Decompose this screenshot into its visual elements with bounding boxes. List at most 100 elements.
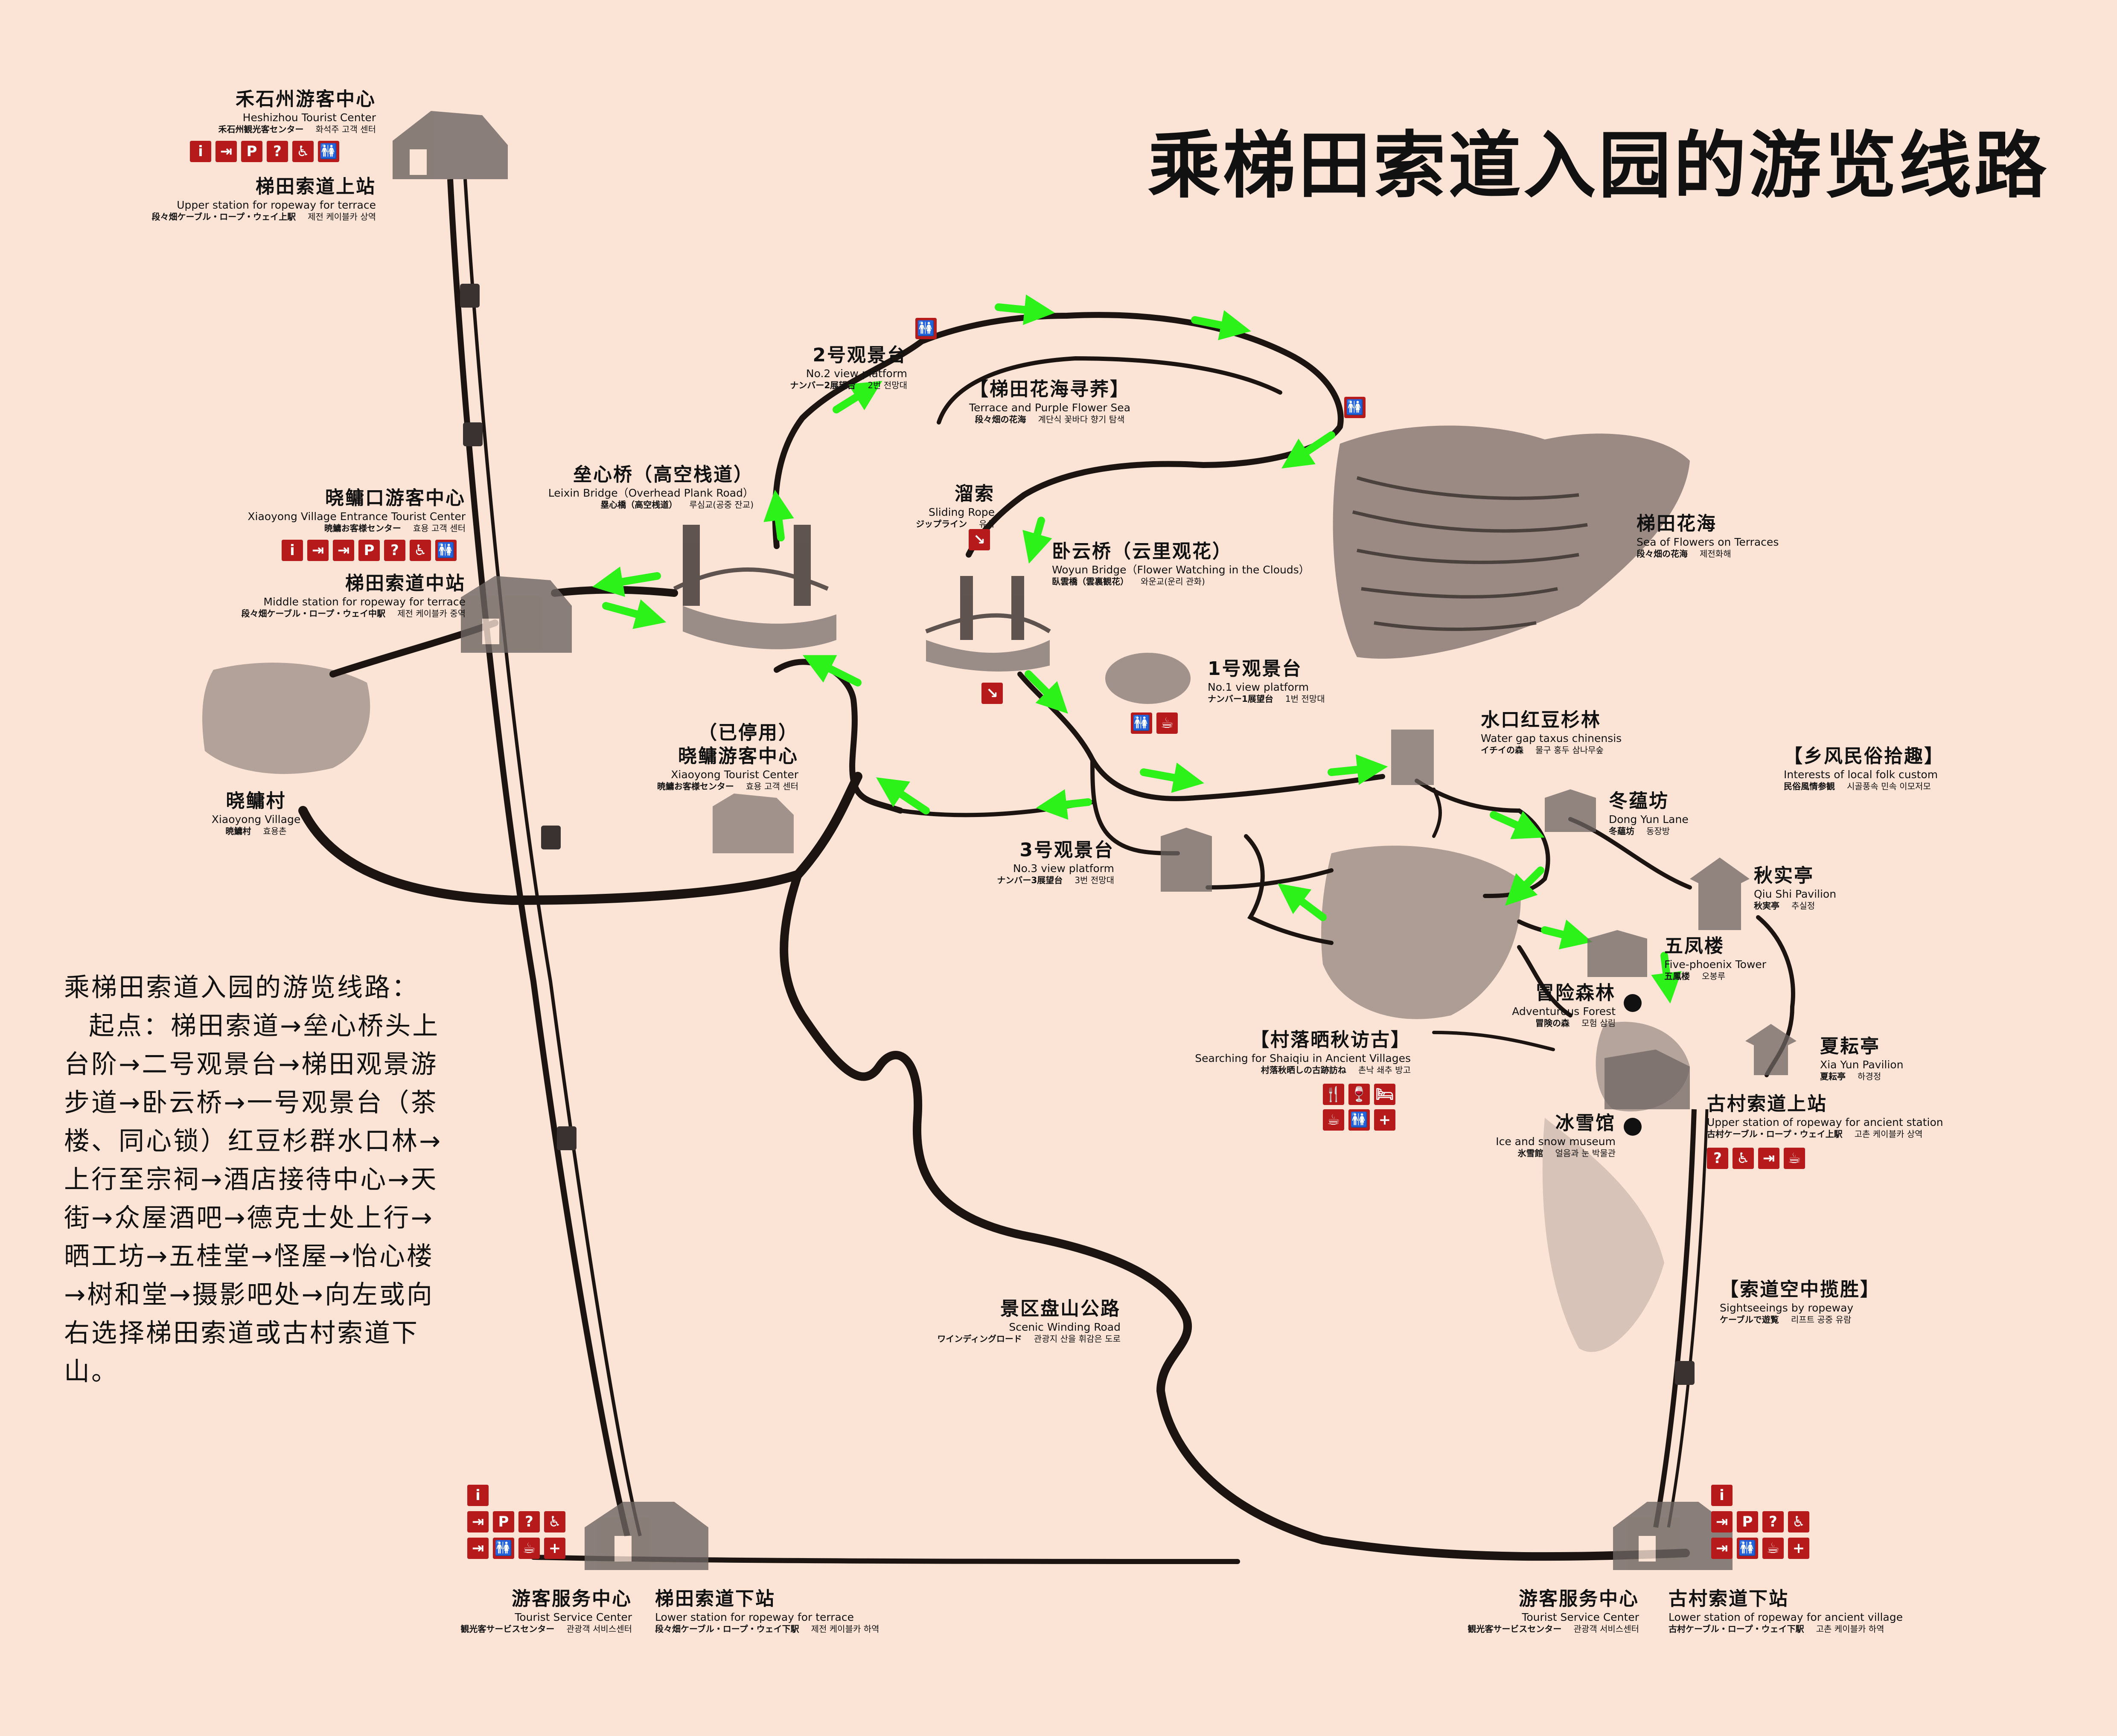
restaurant-icon: 🍴 <box>1323 1084 1344 1105</box>
leixin-bridge-sketch <box>673 525 836 649</box>
label-tourist-service-center-2[interactable]: 游客服务中心 Tourist Service Center 観光客サービスセンタ… <box>1468 1588 1639 1634</box>
label-village-autumn-theme[interactable]: 【村落晒秋访古】 Searching for Shaiqiu in Ancien… <box>1195 1029 1411 1076</box>
parking-icon: P <box>1737 1511 1758 1532</box>
cup-icon: ☕ <box>1156 712 1178 734</box>
help-icon: ? <box>384 540 405 561</box>
info-icon: i <box>282 540 303 561</box>
cup-icon: ☕ <box>1323 1109 1344 1131</box>
help-icon: ? <box>1707 1148 1728 1169</box>
woyun-bridge-sketch <box>925 576 1051 672</box>
arrow <box>1022 517 1052 564</box>
cup-icon: ☕ <box>1784 1148 1805 1169</box>
exit-icon: ⇥ <box>1711 1538 1733 1559</box>
drink-icon: 🍷 <box>1348 1084 1370 1105</box>
label-leixin-bridge[interactable]: 垒心桥（高空栈道） Leixin Bridge（Overhead Plank R… <box>548 464 754 510</box>
label-tourist-service-center-1[interactable]: 游客服务中心 Tourist Service Center 観光客サービスセンタ… <box>460 1588 632 1634</box>
wufeng-tower <box>1587 930 1647 977</box>
arrow <box>1328 754 1388 785</box>
accessible-icon: ♿ <box>1733 1148 1754 1169</box>
cup-icon: ☕ <box>1762 1538 1784 1559</box>
label-middle-terrace-station[interactable]: 梯田索道中站 Middle station for ropeway for te… <box>241 573 466 619</box>
wc-icon: 🚻 <box>1737 1538 1758 1559</box>
wc-icon: 🚻 <box>1344 397 1366 418</box>
wc-icon: 🚻 <box>915 318 937 339</box>
exit-icon: ⇥ <box>1758 1148 1779 1169</box>
label-upper-ancient-station[interactable]: 古村索道上站 Upper station of ropeway for anci… <box>1707 1093 1943 1140</box>
exit-icon: ⇥ <box>333 540 354 561</box>
arrow <box>1651 952 1682 1004</box>
info-icon: i <box>1711 1485 1733 1506</box>
help-icon: ? <box>518 1511 540 1532</box>
icons-platform-2: 🚻 <box>915 318 937 339</box>
wc-icon: 🚻 <box>435 540 457 561</box>
label-heshizhou-center[interactable]: 禾石州游客中心 Heshizhou Tourist Center 禾石州観光客セ… <box>218 88 376 135</box>
label-xiaoyong-tourist-center[interactable]: （已停用） 晓鳙游客中心 Xiaoyong Tourist Center 暁鱅お… <box>657 722 798 792</box>
ancient-village-painting <box>1321 846 1690 1352</box>
exit-icon: ⇥ <box>1711 1511 1733 1532</box>
arrow <box>1541 919 1593 950</box>
accessible-icon: ♿ <box>1788 1511 1809 1532</box>
label-folk-custom-theme[interactable]: 【乡风民俗拾趣】 Interests of local folk custom … <box>1784 745 1944 792</box>
wc-icon: 🚻 <box>493 1538 514 1559</box>
xiayun-pavilion <box>1745 1024 1797 1075</box>
ice-museum-marker[interactable] <box>1624 1118 1642 1136</box>
arrow <box>1281 431 1335 468</box>
cup-icon: ☕ <box>518 1538 540 1559</box>
icons-platform-1: 🚻 ☕ <box>1131 712 1178 734</box>
label-ropeway-sightseeing-theme[interactable]: 【索道空中揽胜】 Sightseeings by ropeway ケーブルで遊覧… <box>1720 1279 1880 1325</box>
disused-note: （已停用） <box>698 722 798 744</box>
arrow <box>833 381 882 413</box>
xiaoyong-center-building <box>713 794 794 853</box>
icons-sliding-rope: ↘ <box>969 529 990 550</box>
exit-icon: ⇥ <box>467 1511 489 1532</box>
building-sketches <box>393 111 1797 1570</box>
platform3-building <box>1161 828 1212 892</box>
icons-zipline-end: ↘ <box>981 683 1003 704</box>
route-description: 乘梯田索道入园的游览线路： 起点：梯田索道→垒心桥头上台阶→二号观景台→梯田观景… <box>64 968 448 1391</box>
label-woyun-bridge[interactable]: 卧云桥（云里观花） Woyun Bridge（Flower Watching i… <box>1052 541 1310 587</box>
water-gap-trees <box>1391 730 1434 785</box>
info-icon: i <box>467 1485 489 1506</box>
zipline-icon: ↘ <box>969 529 990 550</box>
firstaid-icon: + <box>1374 1109 1395 1131</box>
direction-arrows <box>592 294 1682 1004</box>
arrow <box>763 489 794 541</box>
arrow <box>1191 310 1251 340</box>
bed-icon: 🛏 <box>1374 1084 1395 1105</box>
label-lower-terrace-station[interactable]: 梯田索道下站 Lower station for ropeway for ter… <box>655 1588 879 1634</box>
cable-cars <box>460 284 1695 1385</box>
icons-heshizhou: i ⇥ P ? ♿ 🚻 <box>190 141 339 162</box>
platform1-sketch <box>1105 653 1191 704</box>
label-xiaoyong-entrance-center[interactable]: 晓鳙口游客中心 Xiaoyong Village Entrance Touris… <box>248 487 466 534</box>
arrow <box>602 599 667 629</box>
label-lower-ancient-station[interactable]: 古村索道下站 Lower station of ropeway for anci… <box>1669 1588 1903 1634</box>
map-title: 乘梯田索道入园的游览线路 <box>1148 124 2050 208</box>
wc-icon: 🚻 <box>1348 1109 1370 1131</box>
label-upper-terrace-station[interactable]: 梯田索道上站 Upper station for ropeway for ter… <box>151 176 376 222</box>
arrow <box>1490 811 1545 839</box>
label-flower-sea-theme[interactable]: 【梯田花海寻荞】 Terrace and Purple Flower Sea 段… <box>969 378 1131 425</box>
firstaid-icon: + <box>544 1538 565 1559</box>
arrow <box>995 294 1055 325</box>
arrow <box>1505 867 1544 906</box>
firstaid-icon: + <box>1788 1538 1809 1559</box>
arrow <box>803 655 862 686</box>
qiushi-pavilion <box>1690 858 1750 930</box>
adventure-forest-marker[interactable] <box>1624 994 1642 1012</box>
